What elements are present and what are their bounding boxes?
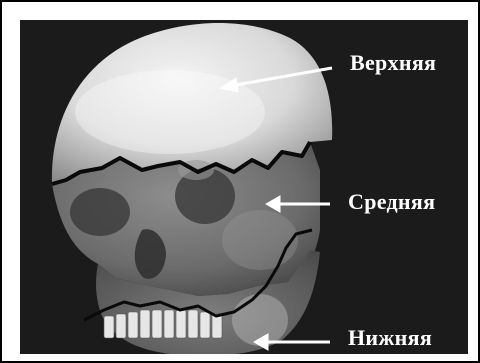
label-middle: Средняя [348,189,435,215]
label-upper: Верхняя [350,50,436,76]
arrow-left-icon [254,334,330,350]
skull-panel: Верхняя Средняя Нижняя [20,20,468,354]
label-lower: Нижняя [348,325,432,351]
